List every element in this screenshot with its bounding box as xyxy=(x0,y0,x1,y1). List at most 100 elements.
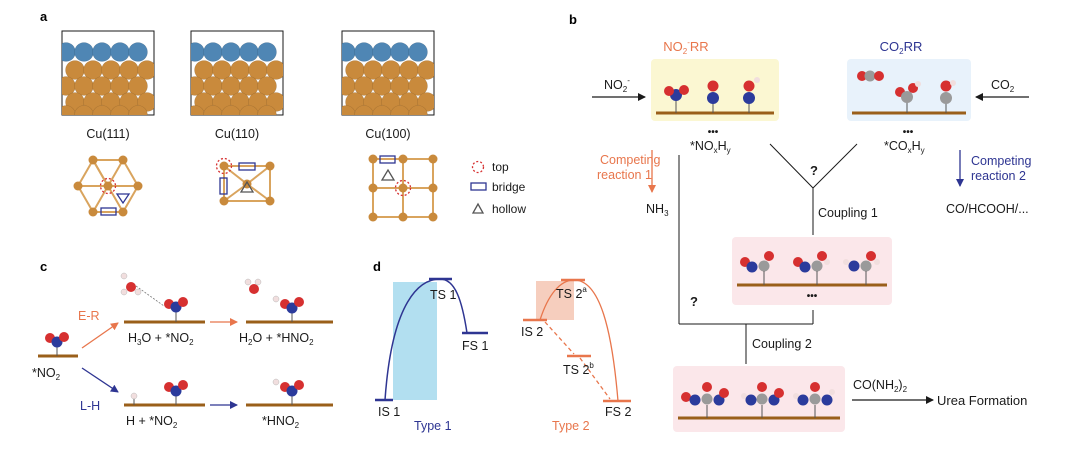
is2-label: IS 2 xyxy=(521,325,543,339)
cu111-slab xyxy=(61,30,155,116)
no2-start-label: *NO2 xyxy=(32,366,61,382)
cu-atom xyxy=(128,42,148,62)
cu110-bridge-site-side xyxy=(219,177,228,195)
panel-a: a Cu(111) Cu(110) Cu(100) xyxy=(40,9,526,222)
lh-arrow xyxy=(81,367,119,393)
cu-atom xyxy=(257,105,277,115)
co2-input-label: CO2 xyxy=(991,78,1015,94)
panel-b-letter: b xyxy=(569,12,577,27)
top-site-icon xyxy=(471,160,485,174)
co2rr-ellipsis: ••• xyxy=(903,127,914,138)
panel-a-letter: a xyxy=(40,9,48,24)
cu-atom xyxy=(203,105,223,115)
lh-label: L-H xyxy=(80,399,100,413)
cu-atom xyxy=(354,42,374,62)
cu-atom xyxy=(203,42,223,62)
co-hcooh-product: CO/HCOOH/... xyxy=(946,202,1029,216)
lh-state-1 xyxy=(124,380,205,407)
cu-atom xyxy=(92,105,112,115)
er-arrow xyxy=(81,322,119,349)
lh-state-2 xyxy=(246,378,333,407)
cu-atom xyxy=(191,105,205,115)
cu-atom xyxy=(390,105,410,115)
cu111-bridge-site xyxy=(100,207,117,216)
panel-c: c *NO2 E-R L-H H3O + *NO2 H2O + *HNO xyxy=(32,259,333,430)
ts1-label: TS 1 xyxy=(430,288,456,302)
no2rr-title: NO2-RR xyxy=(663,38,708,56)
h2o-hno2-label: H2O + *HNO2 xyxy=(239,331,314,347)
cu110-top-site xyxy=(215,157,233,175)
competing-1-line1: Competing xyxy=(600,153,660,167)
nh3-product: NH3 xyxy=(646,202,669,218)
cu-atom xyxy=(408,105,428,115)
coupling-2-label: Coupling 2 xyxy=(752,337,812,351)
cu-atom xyxy=(417,60,434,80)
er-state-2 xyxy=(244,278,333,324)
coupling-1-lines xyxy=(769,143,858,235)
cu-atom xyxy=(110,42,130,62)
cu111-hollow-site xyxy=(115,193,131,205)
cu-atom xyxy=(92,42,112,62)
facet-label-cu110: Cu(110) xyxy=(215,127,259,141)
panel-d: d TS 1 IS 1 FS 1 Type 1 TS 2a IS 2 TS 2b… xyxy=(373,259,631,433)
cu-atom xyxy=(74,42,94,62)
type2-path-b1 xyxy=(544,321,575,355)
no2rr-molecules xyxy=(656,77,774,115)
bridge-site-icon xyxy=(470,182,487,191)
panel-d-letter: d xyxy=(373,259,381,274)
type1-highlight xyxy=(393,282,437,400)
type1-label: Type 1 xyxy=(414,419,452,433)
cu100-hollow-site xyxy=(380,168,396,181)
cu-atom xyxy=(266,60,283,80)
panel-b: b NO2-RR CO2RR NO2- CO2 ••• xyxy=(569,12,1031,432)
type2-path-b2 xyxy=(579,357,611,400)
legend-top: top xyxy=(492,160,509,174)
er-label: E-R xyxy=(78,309,100,323)
hno2-label: *HNO2 xyxy=(262,414,300,430)
cu-atom xyxy=(408,42,428,62)
er-state-1 xyxy=(120,272,205,324)
legend-bridge: bridge xyxy=(492,180,526,194)
competing-1-line2: reaction 1 xyxy=(597,168,652,182)
fs1-label: FS 1 xyxy=(462,339,488,353)
cu-atom xyxy=(257,76,277,96)
cu111-atoms xyxy=(62,42,154,115)
cu-atom xyxy=(221,42,241,62)
urea-molecules xyxy=(678,382,840,420)
cu-atom xyxy=(110,105,130,115)
cu111-topview-atoms xyxy=(73,155,143,217)
h3o-no2-label: H3O + *NO2 xyxy=(128,331,194,347)
cu110-atoms xyxy=(191,42,283,115)
cu-atom xyxy=(191,42,205,62)
cu-atom xyxy=(354,105,374,115)
site-legend: top bridge hollow xyxy=(470,160,526,216)
cu-atom xyxy=(128,105,148,115)
coupling-1-label: Coupling 1 xyxy=(818,206,878,220)
co2rr-title: CO2RR xyxy=(880,39,923,56)
fs2-label: FS 2 xyxy=(605,405,631,419)
cu100-topview-atoms xyxy=(368,154,438,222)
type2-curve-a xyxy=(539,279,619,402)
cu-atom xyxy=(372,42,392,62)
coupling-1-molecules xyxy=(737,251,887,287)
cu-atom xyxy=(390,42,410,62)
cu-atom xyxy=(408,76,428,96)
urea-reagent-label: CO(NH2)2 xyxy=(853,378,908,394)
facet-label-cu100: Cu(100) xyxy=(365,127,410,141)
cu100-slab xyxy=(341,30,435,116)
co2rr-molecules xyxy=(852,70,966,115)
cu-atom xyxy=(137,60,154,80)
cu110-topview-atoms xyxy=(219,161,275,206)
noxhy-label: *NOxHy xyxy=(690,139,731,155)
competing-2-line1: Competing xyxy=(971,154,1031,168)
cu-atom xyxy=(128,76,148,96)
cu100-bridge-site xyxy=(379,155,396,164)
coxhy-label: *COxHy xyxy=(884,139,925,155)
cu-atom xyxy=(239,42,259,62)
cu111-top-site xyxy=(99,177,117,195)
urea-formation-label: Urea Formation xyxy=(937,393,1027,408)
no2-start-molecule xyxy=(38,332,78,358)
question-mark-2: ? xyxy=(690,294,698,309)
cu110-slab xyxy=(190,30,284,116)
legend-hollow: hollow xyxy=(492,202,526,216)
